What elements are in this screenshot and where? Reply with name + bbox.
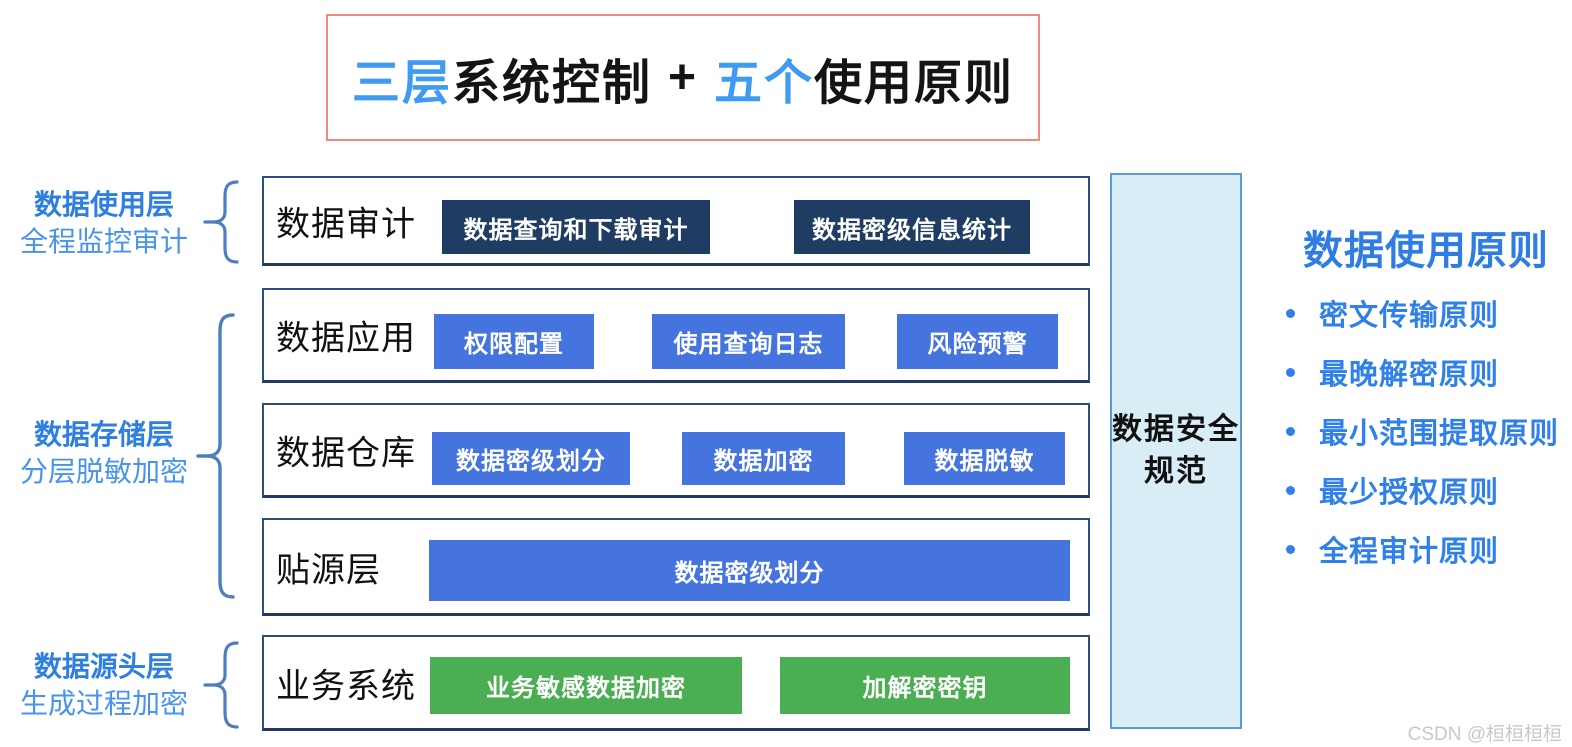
chip-data-classification-wide: 数据密级划分 bbox=[429, 540, 1070, 601]
principles-list: 密文传输原则 最晚解密原则 最小范围提取原则 最少授权原则 全程审计原则 bbox=[1286, 296, 1559, 591]
layer-row-source-layer: 贴源层 数据密级划分 bbox=[262, 518, 1090, 616]
title-banner: 三层系统控制 + 五个使用原则 bbox=[326, 14, 1040, 141]
bullet-icon bbox=[1286, 367, 1295, 377]
chip-permission-config: 权限配置 bbox=[434, 314, 594, 369]
list-item: 最晚解密原则 bbox=[1286, 355, 1559, 391]
layer-description: 全程监控审计 bbox=[19, 226, 188, 257]
bullet-icon bbox=[1286, 485, 1295, 495]
list-item: 最少授权原则 bbox=[1286, 473, 1559, 509]
principle-label: 最少授权原则 bbox=[1319, 477, 1500, 509]
bullet-icon bbox=[1286, 426, 1295, 436]
row-label-data-application: 数据应用 bbox=[276, 319, 416, 358]
title-segment-system-control: 系统控制 bbox=[451, 56, 652, 110]
list-item: 全程审计原则 bbox=[1286, 532, 1559, 568]
layer-group-source: 数据源头层 生成过程加密 bbox=[0, 648, 208, 722]
layer-row-data-application: 数据应用 权限配置 使用查询日志 风险预警 bbox=[262, 288, 1090, 383]
layer-row-data-warehouse: 数据仓库 数据密级划分 数据加密 数据脱敏 bbox=[262, 403, 1090, 498]
chip-usage-query-log: 使用查询日志 bbox=[652, 314, 845, 369]
principle-label: 密文传输原则 bbox=[1319, 300, 1500, 332]
layer-group-usage: 数据使用层 全程监控审计 bbox=[0, 186, 208, 260]
layer-name: 数据存储层 bbox=[33, 419, 174, 450]
layer-name: 数据使用层 bbox=[33, 189, 174, 220]
data-security-standard-box: 数据安全 规范 bbox=[1110, 173, 1242, 729]
row-label-data-audit: 数据审计 bbox=[276, 205, 416, 243]
row-label-business-system: 业务系统 bbox=[276, 667, 416, 705]
chip-data-encryption: 数据加密 bbox=[682, 432, 845, 485]
list-item: 密文传输原则 bbox=[1286, 296, 1559, 332]
bullet-icon bbox=[1286, 308, 1295, 318]
side-box-line1: 数据安全 bbox=[1112, 413, 1240, 446]
curly-brace-icon bbox=[203, 180, 239, 264]
side-box-line2: 规范 bbox=[1144, 455, 1208, 488]
chip-business-sensitive-encryption: 业务敏感数据加密 bbox=[430, 657, 742, 714]
row-label-data-warehouse: 数据仓库 bbox=[276, 434, 416, 473]
chip-data-classification: 数据密级划分 bbox=[432, 432, 630, 485]
list-item: 最小范围提取原则 bbox=[1286, 414, 1559, 450]
csdn-watermark: CSDN @桓桓桓桓 bbox=[1407, 724, 1562, 745]
layer-row-data-audit: 数据审计 数据查询和下载审计 数据密级信息统计 bbox=[262, 176, 1090, 266]
chip-data-masking: 数据脱敏 bbox=[904, 432, 1065, 485]
title-segment-usage-principles: 使用原则 bbox=[814, 56, 1015, 110]
title-segment-three-layers: 三层 bbox=[351, 56, 452, 110]
bullet-icon bbox=[1286, 544, 1295, 554]
title-segment-five: 五个 bbox=[714, 56, 815, 110]
chip-data-classification-stats: 数据密级信息统计 bbox=[794, 200, 1030, 254]
chip-encryption-keys: 加解密密钥 bbox=[780, 657, 1070, 714]
curly-brace-icon bbox=[196, 313, 235, 599]
layer-row-business-system: 业务系统 业务敏感数据加密 加解密密钥 bbox=[262, 635, 1090, 731]
chip-data-query-download-audit: 数据查询和下载审计 bbox=[442, 200, 710, 254]
title-plus-sign: + bbox=[667, 51, 699, 104]
layer-group-storage: 数据存储层 分层脱敏加密 bbox=[0, 416, 208, 490]
chip-risk-alert: 风险预警 bbox=[897, 314, 1058, 369]
principle-label: 最晚解密原则 bbox=[1319, 359, 1500, 391]
principle-label: 最小范围提取原则 bbox=[1319, 418, 1560, 450]
curly-brace-icon bbox=[203, 641, 239, 729]
layer-description: 分层脱敏加密 bbox=[19, 456, 188, 487]
layer-description: 生成过程加密 bbox=[19, 688, 188, 719]
principles-title: 数据使用原则 bbox=[1303, 229, 1549, 273]
principle-label: 全程审计原则 bbox=[1319, 536, 1500, 568]
layer-name: 数据源头层 bbox=[33, 651, 174, 682]
row-label-source-layer: 贴源层 bbox=[276, 551, 381, 589]
